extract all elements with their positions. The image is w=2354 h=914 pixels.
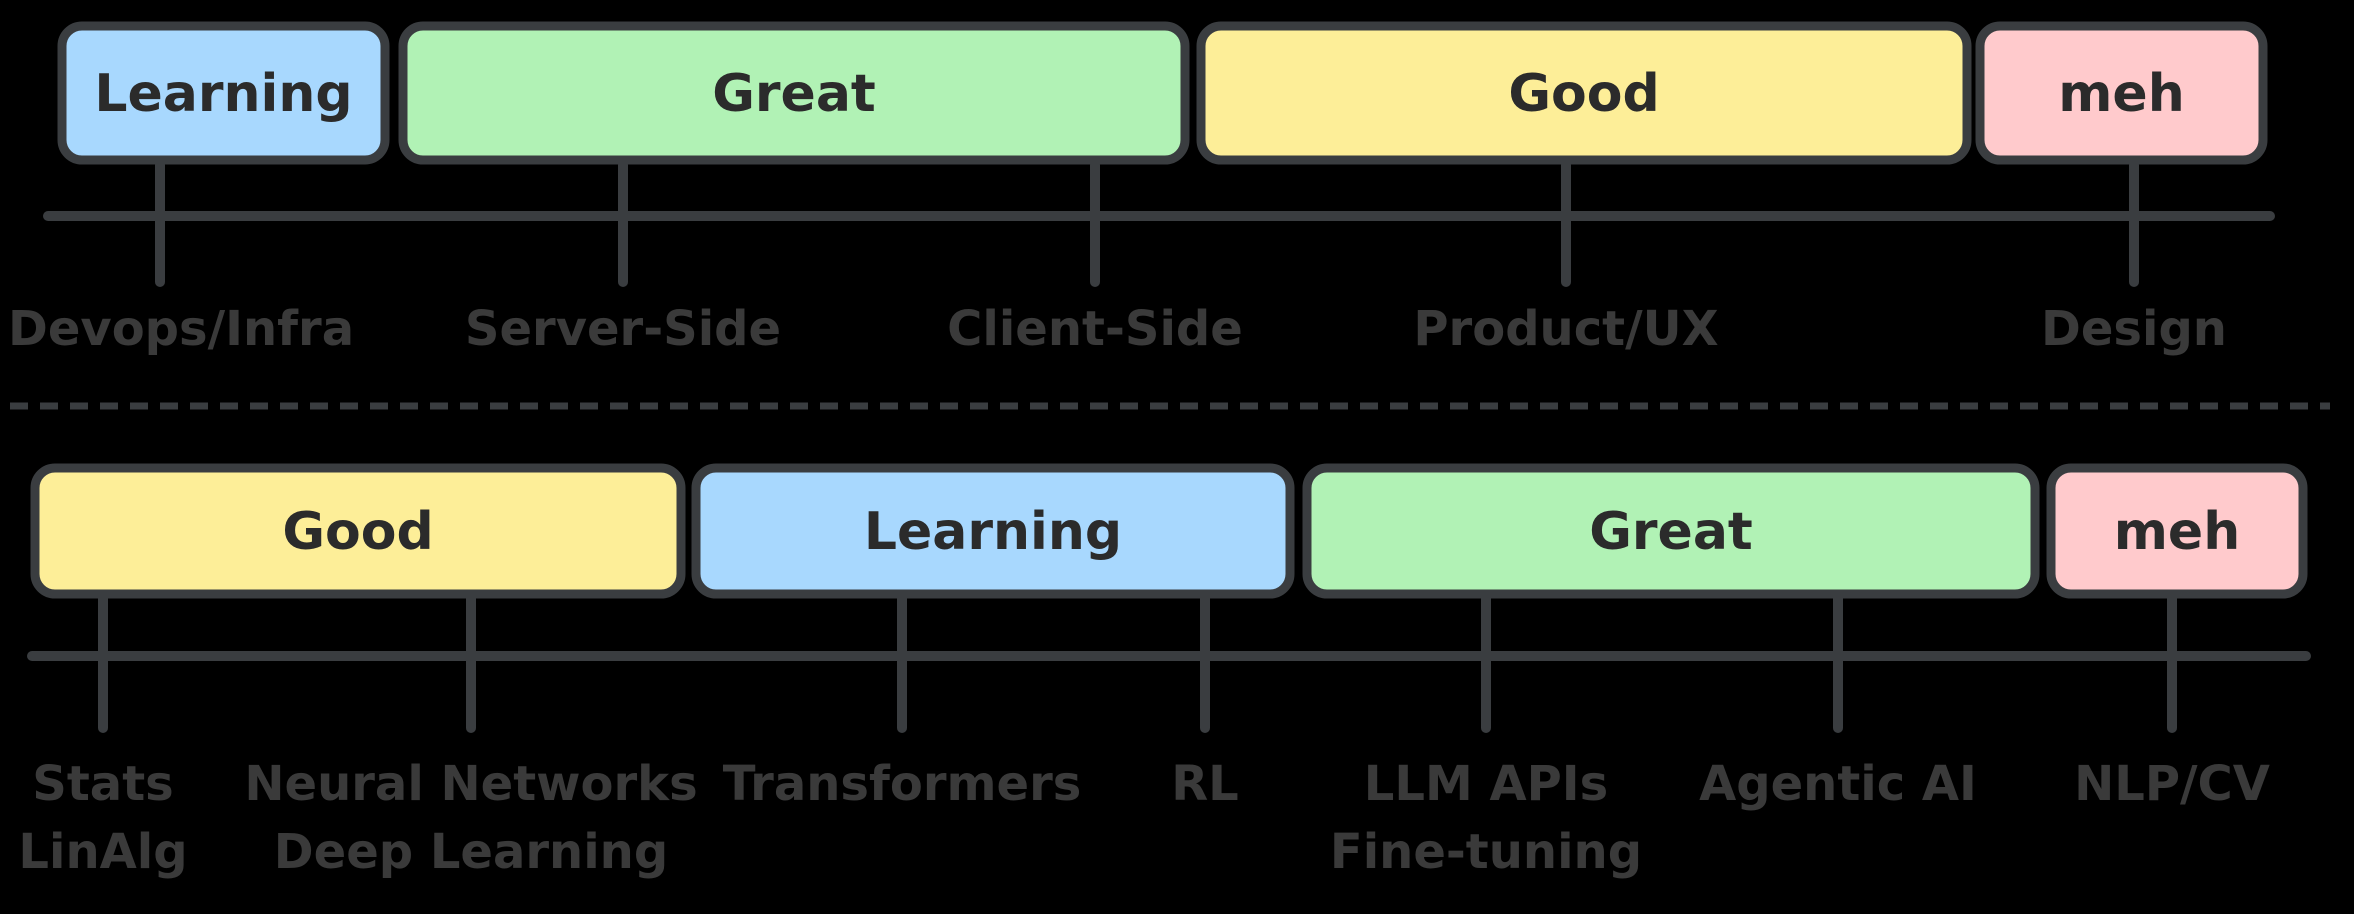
band-label: meh [2058,64,2184,124]
band-learning [691,463,1295,599]
band-label: Learning [864,502,1122,562]
tick-label-nlp-cv: NLP/CV [2074,756,2270,812]
band-label: Great [1589,502,1753,562]
tick-label-fine-tuning: Fine-tuning [1330,824,1642,880]
band-good [30,463,686,599]
band-label: Good [282,502,433,562]
tick-label-transformers: Transformers [723,756,1082,812]
band-label: Learning [94,64,352,124]
band-label: Great [712,64,876,124]
band-meh [2046,463,2308,599]
band-meh [1975,21,2268,165]
tick-label-agentic-ai: Agentic AI [1699,756,1977,812]
tick-label-devops-infra: Devops/Infra [8,301,354,357]
tick-label-server-side: Server-Side [465,301,781,357]
tick-label-linalg: LinAlg [18,824,187,880]
band-label: Good [1508,64,1659,124]
tick-label-client-side: Client-Side [947,301,1243,357]
band-learning [57,21,390,165]
band-label: meh [2114,502,2240,562]
tick-label-design: Design [2041,301,2227,357]
tick-label-rl: RL [1171,756,1239,812]
tick-label-llm-apis: LLM APIs [1364,756,1608,812]
tick-label-stats: Stats [32,756,173,812]
band-great [398,21,1190,165]
tick-label-product-ux: Product/UX [1413,301,1718,357]
tick-label-neural-networks: Neural Networks [244,756,697,812]
band-good [1196,21,1972,165]
band-great [1302,463,2040,599]
tick-label-deep-learning: Deep Learning [274,824,668,880]
